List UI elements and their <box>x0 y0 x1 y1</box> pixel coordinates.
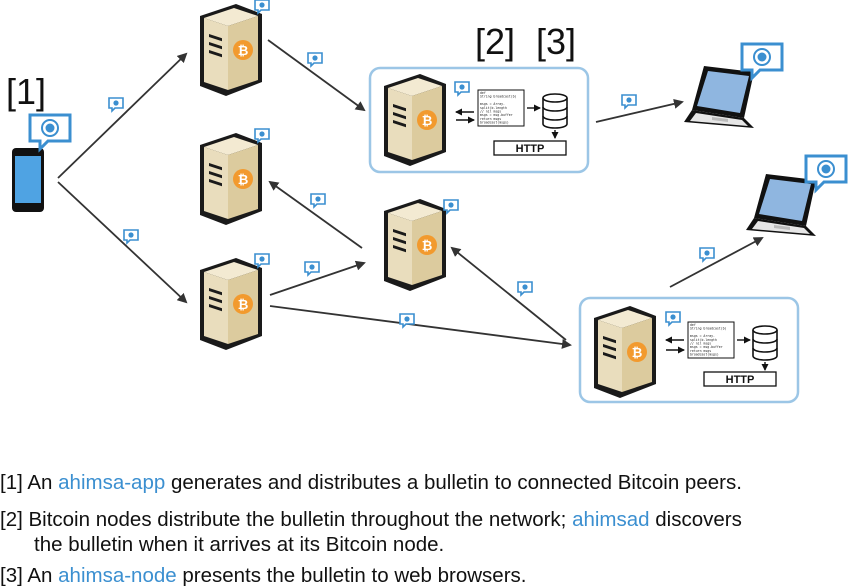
bitcoin-node-server <box>384 74 446 166</box>
code-line: def <box>690 323 696 327</box>
message-bubble-icon <box>254 0 270 14</box>
laptop-browser <box>684 66 754 128</box>
bitcoin-node-server <box>594 306 656 398</box>
phone-device <box>12 148 44 212</box>
message-bubble-icon <box>254 253 270 268</box>
ahimsad-term: ahimsad <box>572 508 650 531</box>
code-line: msgs = Array. <box>690 334 715 338</box>
bitcoin-node-server <box>200 4 262 96</box>
bitcoin-node-server <box>384 199 446 291</box>
code-line: msgs = Array. <box>480 102 505 106</box>
message-bubble-icon <box>123 229 139 244</box>
callout-1: [1] <box>6 71 47 112</box>
database-icon <box>542 93 568 129</box>
ahimsa-app-term: ahimsa-app <box>58 471 166 494</box>
code-line: split(b.length <box>690 338 717 342</box>
message-bubble-icon <box>254 128 270 143</box>
message-bubble-icon <box>307 52 323 67</box>
caption-3: [3] An ahimsa-node presents the bulletin… <box>0 564 527 587</box>
bitcoin-node-server <box>200 258 262 350</box>
code-line: def <box>480 91 486 95</box>
caption-2: [2] Bitcoin nodes distribute the bulleti… <box>0 508 742 556</box>
code-line: // nil msgs <box>480 110 501 114</box>
message-bubble-icon <box>310 193 326 208</box>
callout-2: [2] <box>475 21 516 62</box>
message-bubble-icon <box>28 113 72 151</box>
http-label: HTTP <box>516 143 545 155</box>
connection-arrows <box>57 39 764 349</box>
code-line: // nil msgs <box>690 342 711 346</box>
ahimsa-node-term: ahimsa-node <box>58 564 177 587</box>
code-line: msgs = msg.buffer <box>480 113 513 117</box>
callout-3: [3] <box>536 21 577 62</box>
message-bubble-icon <box>108 97 124 112</box>
code-line: broadcast(msgs) <box>480 121 509 125</box>
message-bubble-icon <box>443 199 459 214</box>
code-line: split(b.length <box>480 106 507 110</box>
code-line: String broadcast(b) <box>690 327 727 331</box>
message-bubble-icon <box>699 247 715 262</box>
message-bubble-icon <box>621 94 637 109</box>
http-label: HTTP <box>726 374 755 386</box>
code-line: msgs = msg.buffer <box>690 345 723 349</box>
code-line: return msgs <box>480 117 501 121</box>
code-line: String broadcast(b) <box>480 95 517 99</box>
network-diagram: ₿ <box>12 0 848 404</box>
caption-1: [1] An ahimsa-app generates and distribu… <box>0 471 742 494</box>
database-icon <box>752 325 778 361</box>
code-line: broadcast(msgs) <box>690 353 719 357</box>
bitcoin-node-server <box>200 133 262 225</box>
message-bubble-icon <box>517 281 533 296</box>
code-line: return msgs <box>690 349 711 353</box>
message-bubble-icon <box>304 261 320 276</box>
